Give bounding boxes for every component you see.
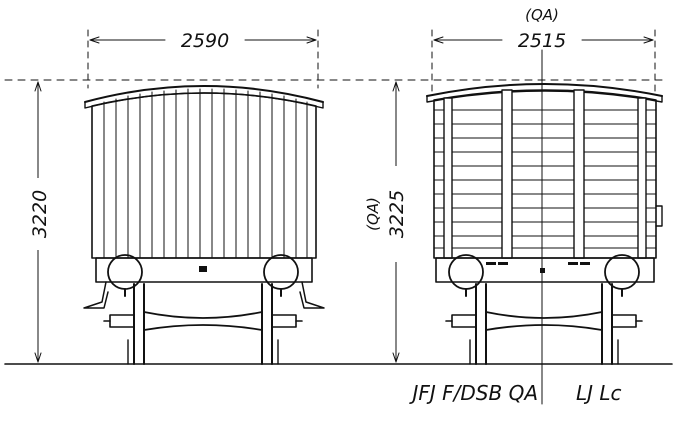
right-width-tag: (QA): [525, 6, 559, 24]
left-wagon: 2590 3220: [24, 29, 325, 365]
right-height-dimension: 3225: [386, 190, 408, 238]
right-height-tag: (QA): [364, 197, 382, 231]
caption-left-railway: JFJ F/DSB QA: [409, 381, 539, 405]
right-width-dimension: 2515: [518, 30, 566, 52]
left-width-dimension: 2590: [181, 30, 229, 52]
left-height-dimension: 3220: [29, 190, 51, 238]
right-wagon: (QA) 2515 (QA) 3225: [362, 6, 663, 405]
caption-right-railway: LJ Lc: [576, 381, 622, 405]
